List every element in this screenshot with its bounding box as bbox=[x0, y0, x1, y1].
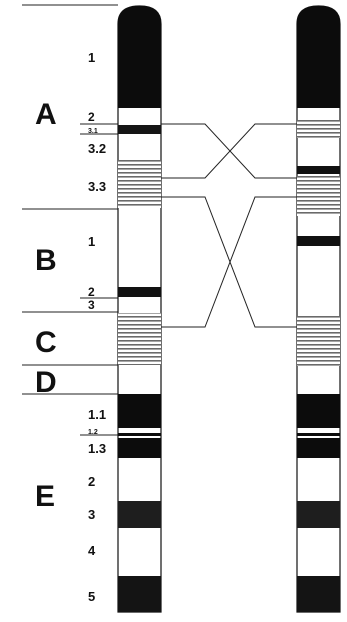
band-r-stripe-2 bbox=[297, 176, 340, 216]
band-e5 bbox=[118, 576, 161, 612]
band-a33 bbox=[118, 160, 161, 208]
band-label: 1.2 bbox=[88, 429, 98, 436]
inversion-line-3 bbox=[161, 197, 297, 327]
band-e11 bbox=[118, 394, 161, 428]
band-a31 bbox=[118, 125, 161, 134]
inversion-lines bbox=[161, 124, 297, 327]
inversion-line-4 bbox=[161, 197, 297, 327]
band-label: 3.1 bbox=[88, 128, 98, 135]
band-e3 bbox=[118, 501, 161, 528]
band-r-dark-2 bbox=[297, 236, 340, 246]
region-label-b: B bbox=[35, 244, 57, 277]
region-label-e: E bbox=[35, 480, 55, 513]
band-e12 bbox=[118, 433, 161, 436]
band-r-e5 bbox=[297, 576, 340, 612]
chromosome-right bbox=[297, 6, 340, 612]
band-label: 2 bbox=[88, 285, 95, 299]
inversion-line-2 bbox=[161, 124, 297, 178]
band-label: 1.3 bbox=[88, 441, 106, 456]
band-label: 1 bbox=[88, 50, 95, 65]
band-a1 bbox=[118, 6, 161, 108]
band-label: 1 bbox=[88, 234, 95, 249]
band-r-dark-1 bbox=[297, 166, 340, 174]
band-ticks bbox=[80, 124, 118, 435]
band-b2 bbox=[118, 287, 161, 297]
region-label-a: A bbox=[35, 98, 57, 131]
chromosome-left bbox=[118, 6, 161, 612]
inversion-line-1 bbox=[161, 124, 297, 178]
band-r1 bbox=[297, 6, 340, 108]
band-r-e3 bbox=[297, 501, 340, 528]
band-label: 3.3 bbox=[88, 179, 106, 194]
band-label: 4 bbox=[88, 543, 96, 558]
region-label-d: D bbox=[35, 366, 57, 399]
band-labels: 1 2 3.1 3.2 3.3 1 2 3 1.1 1.2 1.3 2 3 4 … bbox=[88, 50, 106, 604]
band-label: 3.2 bbox=[88, 141, 106, 156]
band-r-e11 bbox=[297, 394, 340, 428]
band-label: 3 bbox=[88, 298, 95, 312]
band-r-stripe-1 bbox=[297, 120, 340, 138]
band-c bbox=[118, 313, 161, 365]
band-label: 1.1 bbox=[88, 407, 106, 422]
band-r-e12 bbox=[297, 433, 340, 436]
band-label: 2 bbox=[88, 474, 95, 489]
band-label: 5 bbox=[88, 589, 95, 604]
band-r-stripe-3 bbox=[297, 316, 340, 366]
region-label-c: C bbox=[35, 326, 57, 359]
band-e13 bbox=[118, 438, 161, 458]
band-label: 3 bbox=[88, 507, 95, 522]
band-r-e13 bbox=[297, 438, 340, 458]
band-label: 2 bbox=[88, 110, 95, 124]
region-labels: A B C D E bbox=[35, 98, 57, 513]
